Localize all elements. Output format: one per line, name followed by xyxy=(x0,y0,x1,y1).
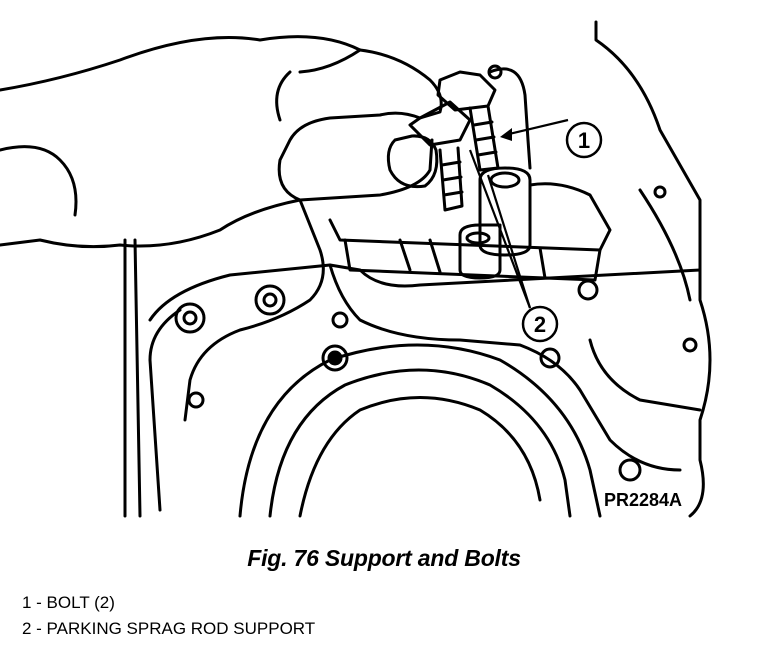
callout-2: 2 xyxy=(521,305,559,343)
drawing-code: PR2284A xyxy=(604,490,682,510)
parking-sprag-rod-support xyxy=(328,64,612,282)
transmission-case xyxy=(594,20,712,518)
case-bore xyxy=(238,343,602,518)
callout-1: 1 xyxy=(565,121,603,159)
leader-line-2b xyxy=(486,174,532,309)
callout-2-label: 2 xyxy=(534,312,546,337)
leader-line-2a xyxy=(468,149,532,309)
bolt-1 xyxy=(408,100,472,212)
legend: 1 - BOLT (2) 2 - PARKING SPRAG ROD SUPPO… xyxy=(22,590,315,642)
hand xyxy=(0,35,443,249)
case-gasket-plate xyxy=(148,198,702,512)
leader-line-1 xyxy=(504,118,569,137)
legend-item-support: 2 - PARKING SPRAG ROD SUPPORT xyxy=(22,619,316,638)
legend-item-bolt: 1 - BOLT (2) xyxy=(22,593,115,612)
figure-caption: Fig. 76 Support and Bolts xyxy=(247,545,521,571)
technical-illustration: 1 2 PR2284A xyxy=(0,20,712,518)
callout-1-label: 1 xyxy=(578,128,590,153)
